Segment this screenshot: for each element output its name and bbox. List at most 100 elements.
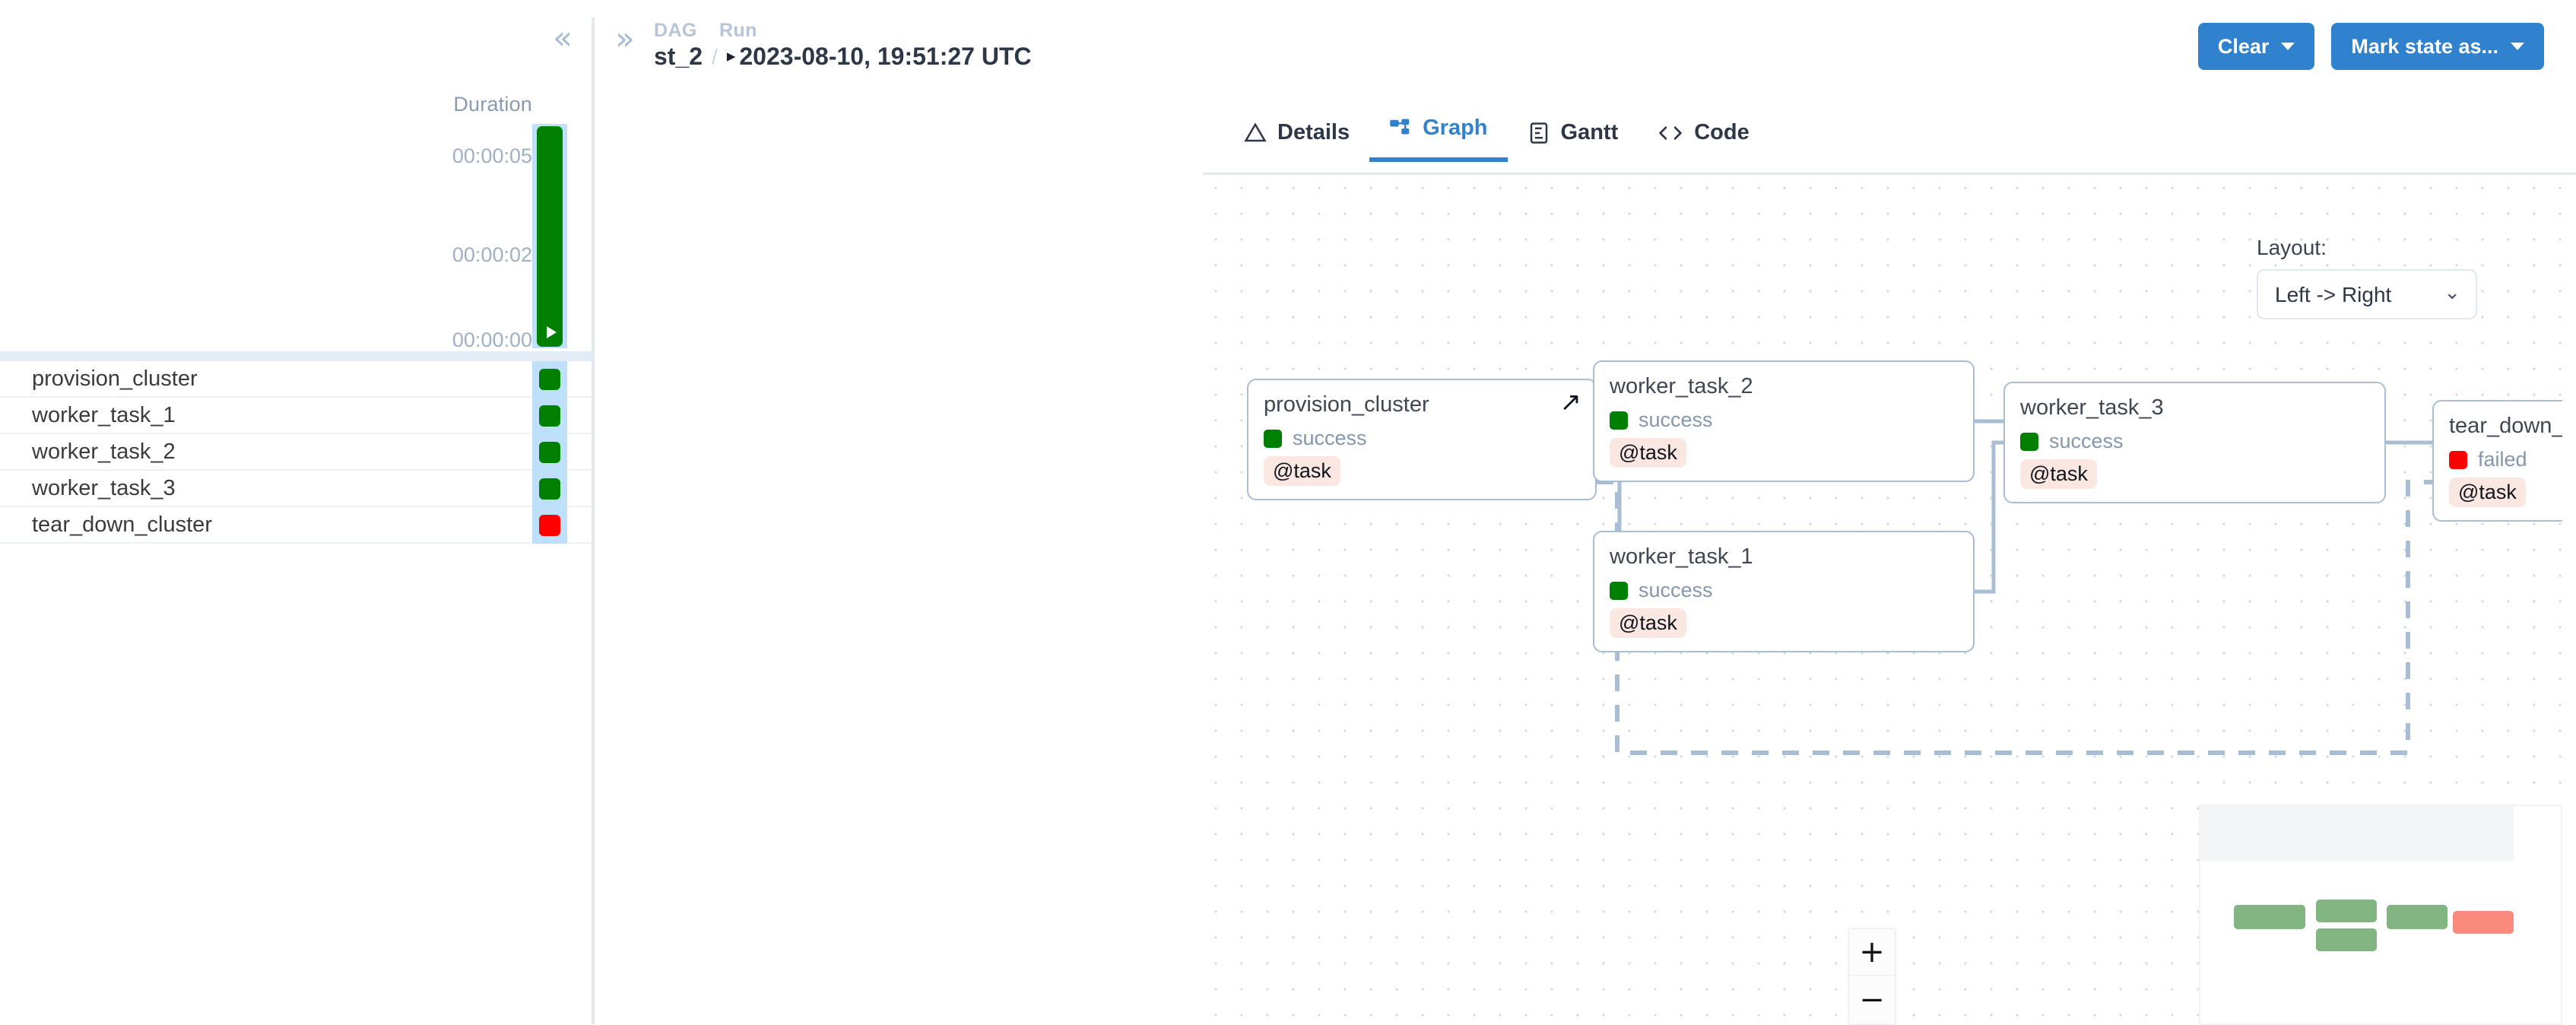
tab-label: Graph: [1423, 116, 1488, 140]
status-badge[interactable]: [539, 442, 560, 463]
status-badge: [1610, 581, 1628, 600]
mark-state-as-button-label: Mark state as...: [2351, 34, 2498, 58]
task-state-cell[interactable]: [532, 507, 567, 544]
layout-control: Layout: Left -> RightTop -> BottomRight …: [2257, 236, 2477, 319]
mark-state-as-button[interactable]: Mark state as...: [2331, 23, 2544, 70]
node-title: provision_cluster: [1264, 392, 1429, 417]
task-name[interactable]: worker_task_3: [32, 475, 176, 500]
node-state: success: [1610, 579, 1958, 602]
node-operator-badge: @task: [1264, 456, 1340, 486]
node-state: success: [1610, 408, 1958, 432]
play-triangle-icon: [547, 326, 557, 338]
node-title: tear_down_cluster: [2449, 414, 2562, 438]
minimap-node: [2234, 905, 2305, 929]
node-state: success: [2020, 430, 2369, 453]
run-detail-pane: » DAG Run st_2 / ▸ 2023-08-10, 19:51:27 …: [595, 0, 2576, 1025]
node-operator-badge: @task: [1610, 608, 1686, 638]
status-badge[interactable]: [539, 405, 560, 427]
node-state-label: success: [1639, 579, 1713, 601]
graph-minimap[interactable]: [2199, 804, 2562, 1025]
node-state-label: success: [1639, 408, 1713, 431]
status-badge: [2020, 432, 2038, 451]
task-instance-list: provision_cluster worker_task_1 worker_tas…: [0, 361, 595, 544]
graph-node-tear_down_cluster[interactable]: tear_down_cluster↘failed@task: [2432, 400, 2562, 522]
tab-label: Details: [1277, 120, 1350, 144]
tab-graph[interactable]: Graph: [1369, 116, 1508, 162]
breadcrumb-separator: /: [712, 44, 718, 68]
zoom-controls: + −: [1848, 928, 1896, 1025]
tab-bar: Details Graph Gantt Code: [1224, 116, 1769, 162]
edge-worker_task_1-worker_task_3: [1975, 440, 2003, 594]
task-state-cell[interactable]: [532, 361, 567, 398]
node-state: failed: [2449, 448, 2562, 471]
node-state-label: success: [1293, 427, 1367, 449]
duration-axis-header: Duration: [453, 93, 532, 116]
graph-nodes-icon: [1389, 117, 1412, 140]
gantt-doc-icon: [1528, 122, 1550, 144]
minimap-viewport[interactable]: [2200, 806, 2514, 861]
breadcrumb: DAG Run st_2 / ▸ 2023-08-10, 19:51:27 UT…: [654, 20, 1032, 71]
grid-panel: « Duration 00:00:05 00:00:02 00:00:00 pr…: [0, 0, 598, 1025]
tab-gantt[interactable]: Gantt: [1508, 120, 1639, 162]
status-badge: [1264, 429, 1282, 448]
graph-canvas[interactable]: Layout: Left -> RightTop -> BottomRight …: [1203, 175, 2562, 1025]
breadcrumb-dag-id[interactable]: st_2: [654, 43, 703, 70]
minimap-node: [2453, 911, 2514, 934]
status-badge[interactable]: [539, 369, 560, 390]
task-name[interactable]: worker_task_2: [32, 439, 176, 464]
minimap-node: [2316, 900, 2377, 922]
node-operator-badge: @task: [1610, 438, 1686, 468]
header-actions: Clear Mark state as...: [2197, 23, 2544, 70]
run-caret-icon[interactable]: ▸: [726, 46, 736, 66]
tab-label: Gantt: [1560, 120, 1619, 144]
node-operator-badge: @task: [2020, 459, 2097, 489]
caret-down-icon: [2281, 43, 2295, 50]
layout-select[interactable]: Left -> RightTop -> BottomRight -> LeftB…: [2257, 269, 2477, 319]
task-name[interactable]: tear_down_cluster: [32, 512, 212, 537]
chevron-double-left-icon[interactable]: «: [553, 19, 573, 56]
clear-button[interactable]: Clear: [2197, 23, 2315, 70]
breadcrumb-dag-caption: DAG: [654, 20, 697, 41]
setup-arrow-up-right-icon: ↗: [1559, 387, 1582, 417]
task-row[interactable]: provision_cluster: [0, 361, 595, 398]
chevron-double-right-icon[interactable]: »: [615, 20, 635, 57]
task-row[interactable]: worker_task_1: [0, 398, 595, 434]
tab-details[interactable]: Details: [1224, 120, 1369, 162]
task-row[interactable]: worker_task_3: [0, 471, 595, 507]
tab-bar-rule: [1203, 173, 2576, 175]
breadcrumb-run-id[interactable]: 2023-08-10, 19:51:27 UTC: [739, 43, 1032, 70]
caret-down-icon: [2511, 43, 2524, 50]
graph-node-provision_cluster[interactable]: provision_cluster ↗ success @task: [1247, 379, 1597, 500]
node-operator-badge: @task: [2449, 478, 2526, 507]
dag-run-duration-bar[interactable]: [537, 126, 563, 347]
zoom-in-button[interactable]: +: [1849, 929, 1895, 976]
task-row[interactable]: tear_down_cluster: [0, 507, 595, 544]
minimap-node: [2387, 905, 2448, 929]
node-state: success: [1264, 427, 1580, 450]
task-state-cell[interactable]: [532, 471, 567, 507]
task-name[interactable]: provision_cluster: [32, 366, 198, 391]
zoom-out-button[interactable]: −: [1849, 976, 1895, 1023]
tab-code[interactable]: Code: [1638, 120, 1769, 162]
tab-label: Code: [1694, 120, 1750, 144]
task-state-cell[interactable]: [532, 398, 567, 434]
task-name[interactable]: worker_task_1: [32, 402, 176, 427]
status-badge[interactable]: [539, 515, 560, 536]
grid-separator: [0, 351, 595, 361]
dag-run-column[interactable]: [532, 124, 567, 348]
status-badge: [2449, 450, 2467, 469]
clear-button-label: Clear: [2217, 34, 2270, 58]
duration-axis-tick: 00:00:00: [452, 328, 532, 351]
node-title: worker_task_3: [2020, 395, 2164, 420]
status-badge[interactable]: [539, 478, 560, 500]
node-title: worker_task_1: [1610, 544, 1753, 569]
layout-label: Layout:: [2257, 236, 2327, 259]
task-state-cell[interactable]: [532, 434, 567, 471]
node-state-label: failed: [2478, 448, 2527, 471]
task-row[interactable]: worker_task_2: [0, 434, 595, 471]
duration-axis-tick: 00:00:02: [452, 243, 532, 266]
